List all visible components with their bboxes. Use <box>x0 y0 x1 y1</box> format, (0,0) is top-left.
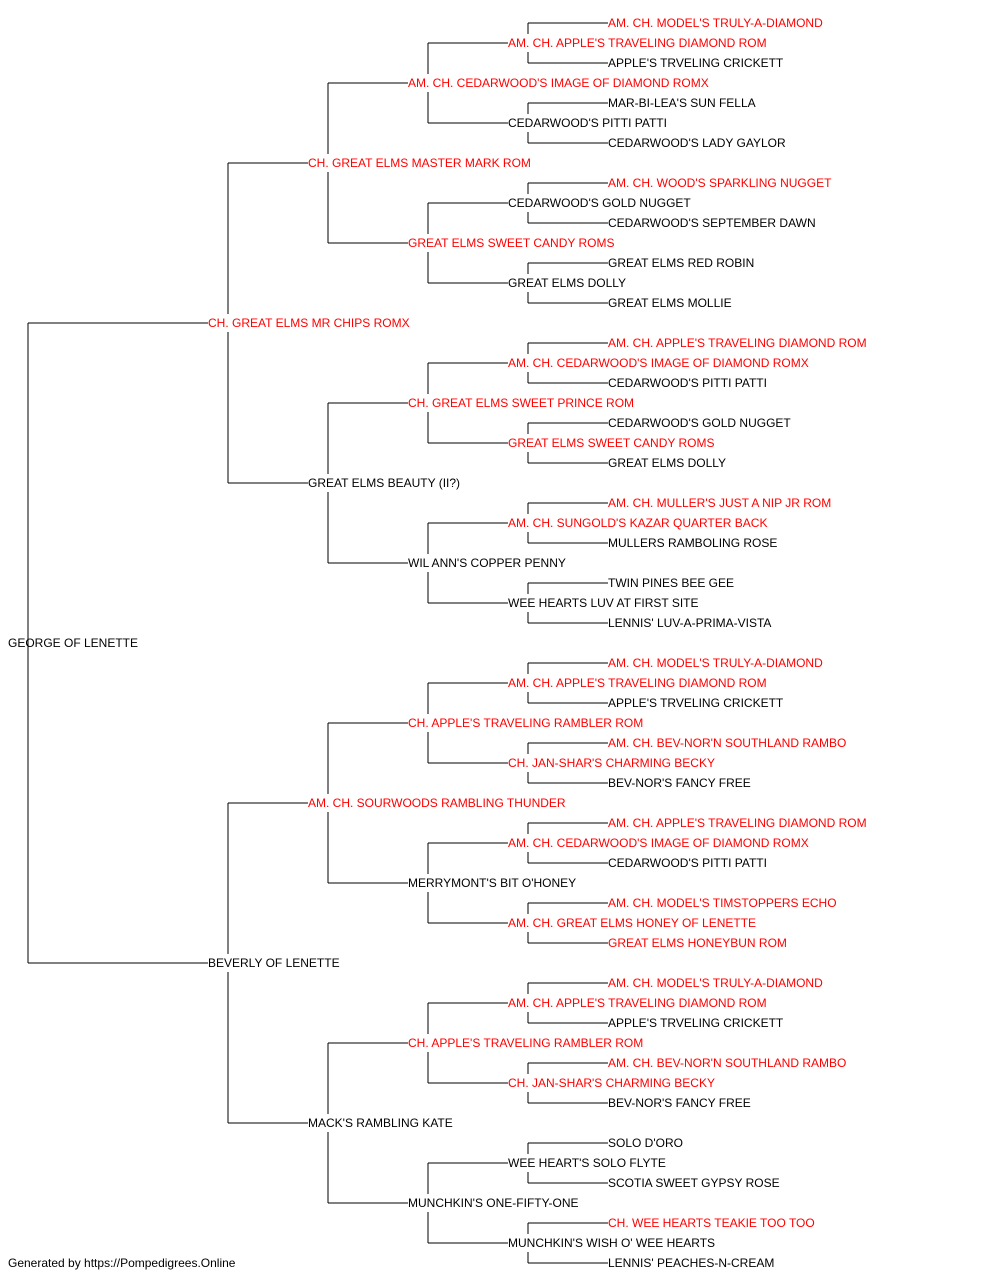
pedigree-name[interactable]: GREAT ELMS BEAUTY (II?) <box>308 476 460 490</box>
pedigree-name[interactable]: GREAT ELMS DOLLY <box>508 276 626 290</box>
pedigree-name[interactable]: AM. CH. CEDARWOOD'S IMAGE OF DIAMOND ROM… <box>508 356 809 370</box>
pedigree-name[interactable]: WEE HEART'S SOLO FLYTE <box>508 1156 666 1170</box>
pedigree-name[interactable]: AM. CH. APPLE'S TRAVELING DIAMOND ROM <box>508 36 767 50</box>
pedigree-name[interactable]: AM. CH. BEV-NOR'N SOUTHLAND RAMBO <box>608 1056 846 1070</box>
pedigree-name[interactable]: BEV-NOR'S FANCY FREE <box>608 1096 751 1110</box>
pedigree-name[interactable]: MUNCHKIN'S WISH O' WEE HEARTS <box>508 1236 715 1250</box>
pedigree-name[interactable]: CEDARWOOD'S LADY GAYLOR <box>608 136 786 150</box>
pedigree-name[interactable]: MACK'S RAMBLING KATE <box>308 1116 453 1130</box>
pedigree-name[interactable]: MAR-BI-LEA'S SUN FELLA <box>608 96 756 110</box>
pedigree-name[interactable]: GREAT ELMS RED ROBIN <box>608 256 754 270</box>
pedigree-name[interactable]: CH. JAN-SHAR'S CHARMING BECKY <box>508 1076 715 1090</box>
pedigree-name[interactable]: SCOTIA SWEET GYPSY ROSE <box>608 1176 780 1190</box>
pedigree-name[interactable]: AM. CH. CEDARWOOD'S IMAGE OF DIAMOND ROM… <box>408 76 709 90</box>
pedigree-name[interactable]: CEDARWOOD'S GOLD NUGGET <box>608 416 791 430</box>
pedigree-name[interactable]: BEVERLY OF LENETTE <box>208 956 340 970</box>
pedigree-name[interactable]: APPLE'S TRVELING CRICKETT <box>608 56 784 70</box>
pedigree-name[interactable]: AM. CH. MODEL'S TRULY-A-DIAMOND <box>608 656 823 670</box>
pedigree-name[interactable]: CEDARWOOD'S GOLD NUGGET <box>508 196 691 210</box>
pedigree-name[interactable]: CEDARWOOD'S PITTI PATTI <box>608 856 767 870</box>
footer-credit: Generated by https://Pompedigrees.Online <box>8 1256 236 1270</box>
pedigree-name[interactable]: AM. CH. APPLE'S TRAVELING DIAMOND ROM <box>508 996 767 1010</box>
pedigree-name[interactable]: APPLE'S TRVELING CRICKETT <box>608 696 784 710</box>
pedigree-name[interactable]: CH. GREAT ELMS MASTER MARK ROM <box>308 156 531 170</box>
pedigree-name[interactable]: AM. CH. SUNGOLD'S KAZAR QUARTER BACK <box>508 516 767 530</box>
pedigree-name[interactable]: AM. CH. SOURWOODS RAMBLING THUNDER <box>308 796 566 810</box>
pedigree-name[interactable]: MULLERS RAMBOLING ROSE <box>608 536 777 550</box>
pedigree-name[interactable]: AM. CH. MODEL'S TRULY-A-DIAMOND <box>608 16 823 30</box>
pedigree-name[interactable]: MUNCHKIN'S ONE-FIFTY-ONE <box>408 1196 579 1210</box>
pedigree-name[interactable]: AM. CH. APPLE'S TRAVELING DIAMOND ROM <box>608 816 867 830</box>
pedigree-name[interactable]: AM. CH. MODEL'S TRULY-A-DIAMOND <box>608 976 823 990</box>
pedigree-name[interactable]: GEORGE OF LENETTE <box>8 636 138 650</box>
pedigree-name[interactable]: BEV-NOR'S FANCY FREE <box>608 776 751 790</box>
pedigree-name[interactable]: GREAT ELMS SWEET CANDY ROMS <box>508 436 714 450</box>
pedigree-name[interactable]: LENNIS' LUV-A-PRIMA-VISTA <box>608 616 771 630</box>
pedigree-name[interactable]: CEDARWOOD'S PITTI PATTI <box>508 116 667 130</box>
pedigree-name[interactable]: AM. CH. MODEL'S TIMSTOPPERS ECHO <box>608 896 837 910</box>
pedigree-name[interactable]: CH. JAN-SHAR'S CHARMING BECKY <box>508 756 715 770</box>
pedigree-name[interactable]: APPLE'S TRVELING CRICKETT <box>608 1016 784 1030</box>
pedigree-name[interactable]: GREAT ELMS HONEYBUN ROM <box>608 936 787 950</box>
pedigree-name[interactable]: AM. CH. APPLE'S TRAVELING DIAMOND ROM <box>508 676 767 690</box>
pedigree-name[interactable]: SOLO D'ORO <box>608 1136 683 1150</box>
pedigree-name[interactable]: CH. APPLE'S TRAVELING RAMBLER ROM <box>408 1036 643 1050</box>
pedigree-name[interactable]: WIL ANN'S COPPER PENNY <box>408 556 566 570</box>
pedigree-name[interactable]: LENNIS' PEACHES-N-CREAM <box>608 1256 774 1270</box>
pedigree-name[interactable]: CH. APPLE'S TRAVELING RAMBLER ROM <box>408 716 643 730</box>
pedigree-name[interactable]: AM. CH. BEV-NOR'N SOUTHLAND RAMBO <box>608 736 846 750</box>
pedigree-name[interactable]: AM. CH. MULLER'S JUST A NIP JR ROM <box>608 496 831 510</box>
pedigree-name[interactable]: CEDARWOOD'S SEPTEMBER DAWN <box>608 216 816 230</box>
pedigree-name[interactable]: WEE HEARTS LUV AT FIRST SITE <box>508 596 699 610</box>
pedigree-name[interactable]: CH. WEE HEARTS TEAKIE TOO TOO <box>608 1216 815 1230</box>
pedigree-name[interactable]: AM. CH. WOOD'S SPARKLING NUGGET <box>608 176 832 190</box>
pedigree-name[interactable]: CH. GREAT ELMS SWEET PRINCE ROM <box>408 396 634 410</box>
pedigree-name[interactable]: AM. CH. CEDARWOOD'S IMAGE OF DIAMOND ROM… <box>508 836 809 850</box>
pedigree-name[interactable]: CEDARWOOD'S PITTI PATTI <box>608 376 767 390</box>
pedigree-name[interactable]: GREAT ELMS MOLLIE <box>608 296 732 310</box>
pedigree-name[interactable]: GREAT ELMS SWEET CANDY ROMS <box>408 236 614 250</box>
pedigree-name[interactable]: AM. CH. APPLE'S TRAVELING DIAMOND ROM <box>608 336 867 350</box>
pedigree-name[interactable]: TWIN PINES BEE GEE <box>608 576 734 590</box>
pedigree-name[interactable]: MERRYMONT'S BIT O'HONEY <box>408 876 576 890</box>
pedigree-name[interactable]: CH. GREAT ELMS MR CHIPS ROMX <box>208 316 410 330</box>
pedigree-name[interactable]: GREAT ELMS DOLLY <box>608 456 726 470</box>
pedigree-name[interactable]: AM. CH. GREAT ELMS HONEY OF LENETTE <box>508 916 756 930</box>
